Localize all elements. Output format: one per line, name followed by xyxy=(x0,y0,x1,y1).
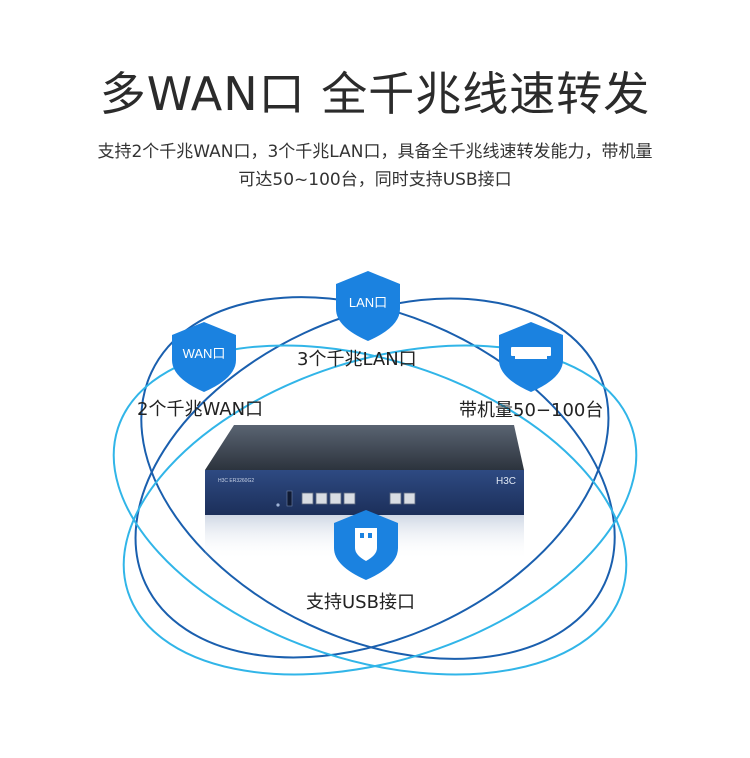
ethernet-port xyxy=(403,492,416,505)
router-glyph-base xyxy=(515,356,547,359)
shield-badge-icon xyxy=(336,271,400,341)
lan-badge-label: LAN口 xyxy=(349,295,387,310)
orbit-ring-dark-2 xyxy=(140,296,616,660)
page-title: 多WAN口 全千兆线速转发 xyxy=(99,67,651,121)
ethernet-port xyxy=(389,492,402,505)
usb-badge xyxy=(334,510,398,580)
router-top-panel xyxy=(205,425,524,470)
wan-port-group xyxy=(389,492,416,505)
description-line-1: 支持2个千兆WAN口，3个千兆LAN口，具备全千兆线速转发能力，带机量 xyxy=(97,142,653,162)
description-line-2: 可达50~100台，同时支持USB接口 xyxy=(238,170,512,190)
ethernet-port xyxy=(329,492,342,505)
feature-description: 支持2个千兆WAN口，3个千兆LAN口，具备全千兆线速转发能力，带机量 可达50… xyxy=(20,138,730,194)
ethernet-port xyxy=(315,492,328,505)
feature-label-capacity: 带机量50−100台 xyxy=(459,400,604,421)
feature-label-wan: 2个千兆WAN口 xyxy=(137,399,264,420)
router-brand-logo: H3C xyxy=(496,476,516,487)
lan-port-group xyxy=(301,492,356,505)
wan-badge-label: WAN口 xyxy=(183,346,226,361)
lan-badge: LAN口 xyxy=(336,271,400,341)
feature-label-lan: 3个千兆LAN口 xyxy=(297,349,417,370)
usb-port xyxy=(286,490,293,507)
ethernet-port xyxy=(343,492,356,505)
orbit-ring-light-2 xyxy=(112,344,628,676)
power-led xyxy=(276,503,280,507)
orbit-rings xyxy=(112,296,638,676)
feature-label-usb: 支持USB接口 xyxy=(306,592,415,613)
usb-plug-slot xyxy=(360,533,364,538)
router-front-panel xyxy=(205,470,524,515)
orbit-ring-light-1 xyxy=(122,344,638,676)
router-model-label: H3C ER3260G2 xyxy=(218,478,254,484)
ethernet-port xyxy=(301,492,314,505)
usb-plug-slot xyxy=(368,533,372,538)
shield-badge-icon xyxy=(172,322,236,392)
orbit-ring-dark-1 xyxy=(134,297,610,659)
wan-badge: WAN口 xyxy=(172,322,236,392)
capacity-badge xyxy=(499,322,563,392)
router-glyph-icon xyxy=(511,347,551,356)
